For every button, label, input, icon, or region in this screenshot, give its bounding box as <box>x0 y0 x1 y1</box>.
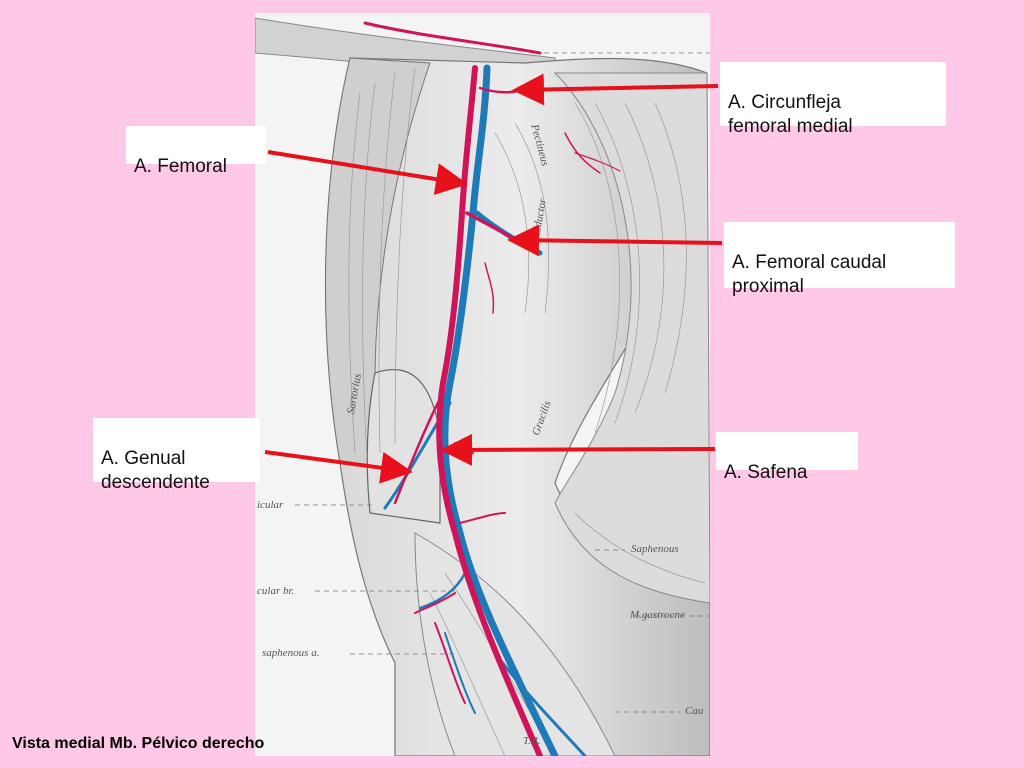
callout-genual-text: A. Genual descendente <box>101 448 210 493</box>
label-caudal: Cau <box>685 705 704 717</box>
callout-circunfleja-femoral-medial: A. Circunfleja femoral medial <box>720 62 946 137</box>
callout-circunfleja-text: A. Circunfleja femoral medial <box>728 92 853 137</box>
thigh-drawing <box>255 17 710 756</box>
callout-caudal-text: A. Femoral caudal proximal <box>732 252 887 297</box>
callout-safena: A. Safena <box>716 432 858 483</box>
label-saphenous-artery: saphenous a. <box>262 647 320 659</box>
label-articular-branch: cular br. <box>257 585 295 597</box>
callout-genual-descendente: A. Genual descendente <box>93 418 260 493</box>
callout-femoral-text: A. Femoral <box>134 156 227 177</box>
anatomical-illustration: Pectineus Adductor Gracilis Sartorius Sa… <box>255 13 710 756</box>
label-gastrocnemius: M.gastrocne <box>630 609 685 621</box>
callout-femoral: A. Femoral <box>126 126 266 177</box>
callout-femoral-caudal-proximal: A. Femoral caudal proximal <box>724 222 955 297</box>
lower-leg <box>414 532 616 756</box>
artist-initials: T.B. <box>523 735 541 747</box>
dissection-window <box>366 369 441 524</box>
plate-leader-lines <box>295 52 710 713</box>
figure-caption: Vista medial Mb. Pélvico derecho <box>12 735 265 752</box>
label-articular: icular <box>257 499 284 511</box>
callout-safena-text: A. Safena <box>724 462 808 483</box>
label-saphenous-nerve: Saphenous <box>631 543 679 555</box>
